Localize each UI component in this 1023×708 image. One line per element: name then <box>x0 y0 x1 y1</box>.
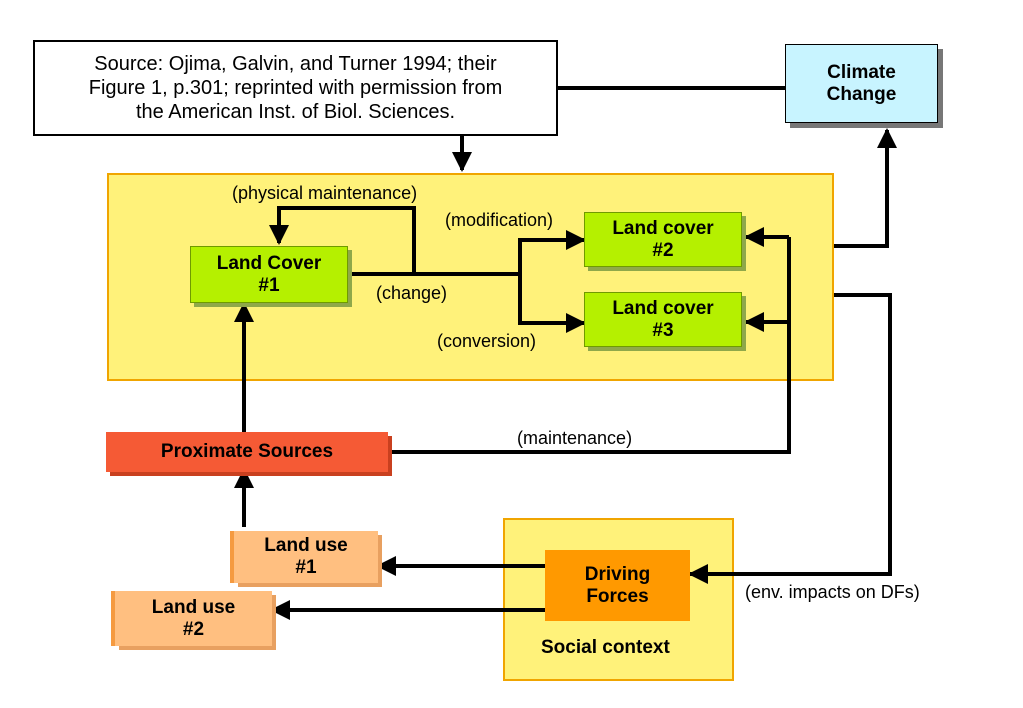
driving-forces-node: Driving Forces <box>545 550 690 621</box>
modification-label: (modification) <box>445 210 554 230</box>
modification-arrow <box>518 230 586 274</box>
change-label: (change) <box>376 283 448 303</box>
panel-to-climate-arrow <box>834 128 897 248</box>
conversion-arrow <box>518 274 586 333</box>
land-cover-1-node: Land Cover #1 <box>190 246 348 303</box>
env-impacts-label: (env. impacts on DFs) <box>745 582 920 602</box>
proximate-sources-node: Proximate Sources <box>106 432 388 472</box>
land-cover-2-node: Land cover #2 <box>584 212 742 267</box>
land-use-2-node: Land use #2 <box>115 591 272 646</box>
physical-maintenance-loop <box>269 206 416 274</box>
conversion-label: (conversion) <box>437 331 537 351</box>
maintenance-label: (maintenance) <box>517 428 633 448</box>
social-context-label: Social context <box>541 637 670 658</box>
env-impacts-arrow <box>688 293 892 584</box>
physical-maintenance-label: (physical maintenance) <box>232 183 418 203</box>
source-citation-box: Source: Ojima, Galvin, and Turner 1994; … <box>33 40 558 136</box>
land-use-1-node: Land use #1 <box>234 531 378 583</box>
climate-change-node: Climate Change <box>785 44 938 123</box>
maintenance-line <box>388 237 791 454</box>
land-cover-3-node: Land cover #3 <box>584 292 742 347</box>
